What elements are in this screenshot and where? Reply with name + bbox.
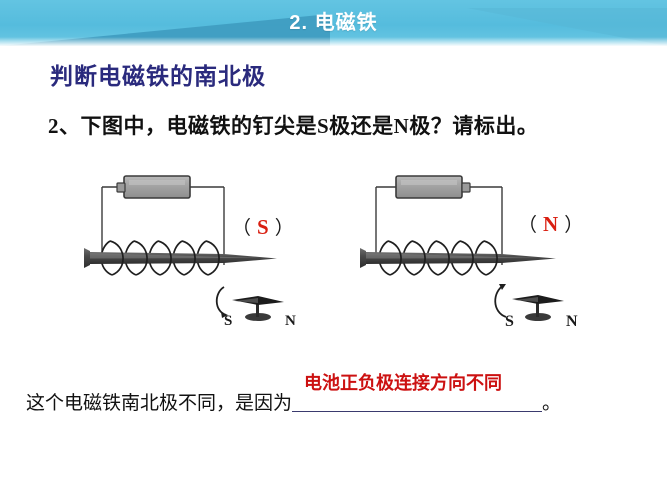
iron-nail-left <box>84 248 277 268</box>
electromagnet-diagram-left: S N （S） <box>72 165 362 335</box>
conclusion-lead-text: 这个电磁铁南北极不同，是因为 <box>26 393 293 414</box>
pole-annotation-right: （N） <box>518 210 585 237</box>
answer-blank-field[interactable]: 电池正负极连接方向不同 <box>292 373 543 412</box>
pole-annotation-left: （S） <box>232 213 296 240</box>
battery-terminal-nub-left <box>116 182 126 193</box>
compass-left <box>215 286 284 321</box>
compass-right <box>494 284 564 321</box>
circuit-wire-right <box>375 186 503 265</box>
compass-label-north-right: N <box>566 313 578 330</box>
compass-label-south-right: S <box>505 313 514 330</box>
answer-handwritten-text: 电池正负极连接方向不同 <box>304 373 503 393</box>
conclusion-sentence: 这个电磁铁南北极不同，是因为电池正负极连接方向不同。 <box>26 373 562 415</box>
iron-nail-right <box>360 248 556 268</box>
compass-pivot-left <box>256 303 259 317</box>
pole-close-paren-left: ） <box>274 218 296 239</box>
section-subtitle: 判断电磁铁的南北极 <box>50 64 266 89</box>
compass-pivot-right <box>536 303 539 317</box>
coil-front-left <box>109 240 220 276</box>
compass-label-north-left: N <box>285 313 296 329</box>
compass-label-south-left: S <box>224 313 232 329</box>
electromagnet-diagram-right: S N （N） <box>348 165 638 335</box>
coil-front-right <box>387 240 498 276</box>
conclusion-period: 。 <box>542 393 562 414</box>
electromagnet-drawing-right: S N <box>360 175 578 330</box>
pole-letter-right: N <box>543 212 561 236</box>
question-text: 2、下图中，电磁铁的钉尖是S极还是N极？请标出。 <box>48 114 539 138</box>
header-banner <box>0 0 667 46</box>
pole-letter-left: S <box>257 215 271 239</box>
battery-right <box>395 175 471 199</box>
battery-left <box>116 175 191 199</box>
pole-close-paren-right: ） <box>564 215 586 236</box>
compass-rotation-arrow-left <box>215 286 227 316</box>
electromagnet-drawing-left: S N <box>84 175 296 329</box>
pole-open-paren-right: （ <box>518 215 540 236</box>
battery-terminal-nub-right <box>461 182 471 193</box>
banner-bottom-fade <box>0 37 667 46</box>
page-title: 2. 电磁铁 <box>289 12 378 34</box>
pole-open-paren-left: （ <box>232 218 254 239</box>
